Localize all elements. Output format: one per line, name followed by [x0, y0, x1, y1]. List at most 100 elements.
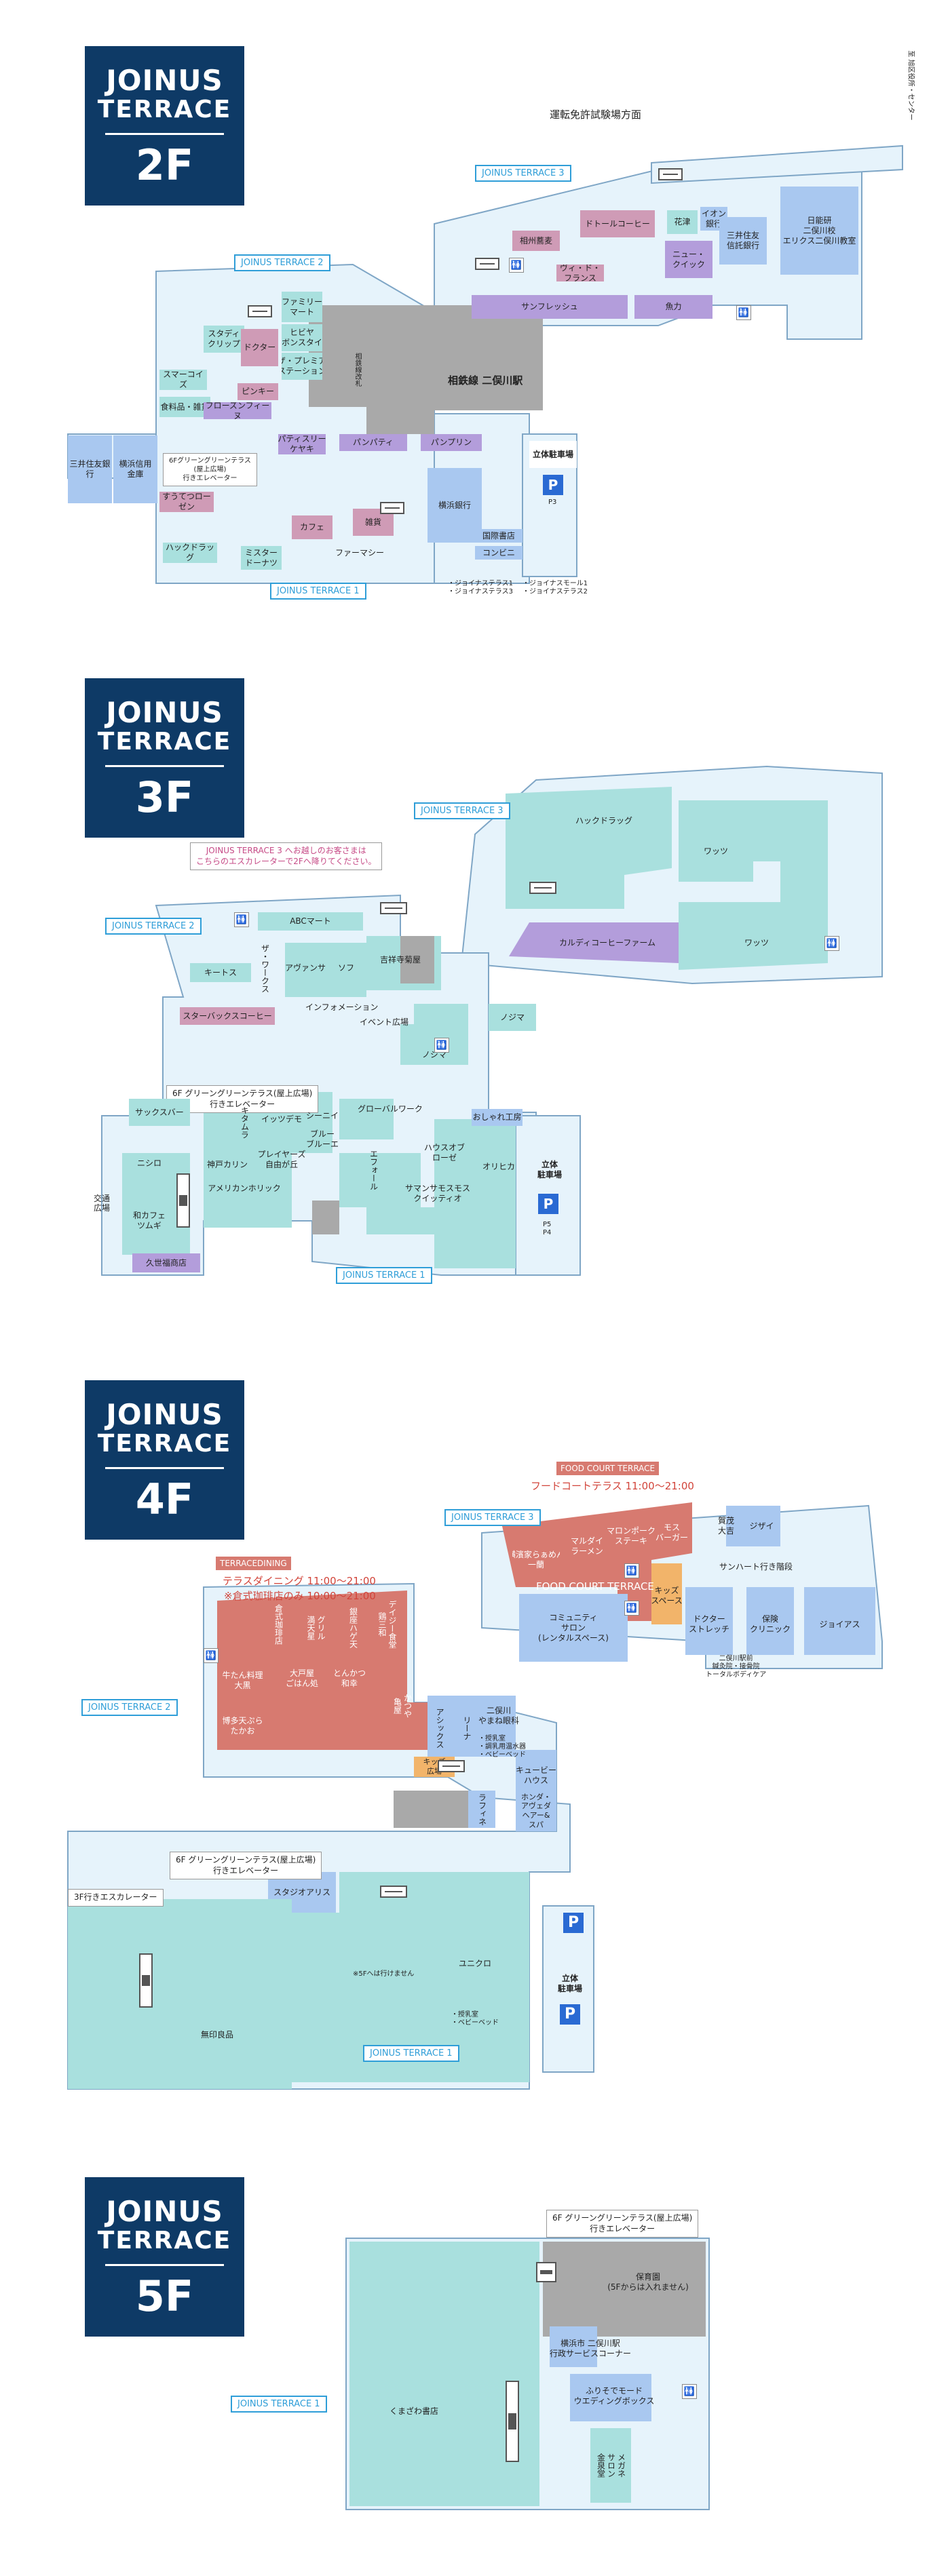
- tag-joinus-terrace-1[interactable]: JOINUS TERRACE 1: [270, 583, 366, 600]
- shop-blue[interactable]: ブルー ブルーエ: [305, 1129, 339, 1149]
- shop-kobe-leather[interactable]: 神戸カリン: [206, 1160, 248, 1169]
- shop-ootoya[interactable]: 大戸屋 ごはん処: [285, 1668, 318, 1688]
- shop-paris[interactable]: パティスリー ケヤキ: [278, 434, 326, 454]
- shop-tenpura[interactable]: 博多天ぷら たかお: [222, 1716, 263, 1736]
- shop-watts-2[interactable]: ワッツ: [744, 937, 769, 948]
- shop-goods-2f[interactable]: 雑貨: [353, 509, 394, 536]
- shop-abc-mart[interactable]: ABCマート: [290, 916, 331, 926]
- shop-honda[interactable]: ホンダ・ アヴェダ ヘアー& スパ: [521, 1792, 551, 1829]
- shop-studio[interactable]: スタディ クリップ: [204, 326, 244, 353]
- shop-gyutan[interactable]: 牛たん料理 大黒: [222, 1670, 263, 1690]
- shop-joiace[interactable]: ジョイアス: [819, 1619, 860, 1629]
- shop-hibiya[interactable]: ヒビヤ セボンスタイル: [282, 324, 322, 351]
- shop-hoken[interactable]: 保険 クリニック: [749, 1614, 791, 1634]
- shop-fiore[interactable]: フローズンフィーヌ: [204, 402, 271, 419]
- shop-sanplaza[interactable]: ザ・プレミア ステーション: [282, 353, 322, 380]
- shop-yoshino[interactable]: 吉祥寺菊屋: [379, 954, 421, 964]
- shop-kobe[interactable]: コンビニ: [475, 546, 522, 560]
- shop-lina[interactable]: リーナ: [462, 1715, 472, 1740]
- shop-tsunagu[interactable]: ザ・ワークス: [260, 943, 270, 993]
- shop-mister[interactable]: ミスター ドーナツ: [241, 546, 282, 570]
- shop-gyosei[interactable]: 横浜市 二俣川駅 行政サービスコーナー: [549, 2338, 631, 2358]
- shop-doutor[interactable]: ドトールコーヒー: [580, 210, 655, 237]
- shop-uoriki[interactable]: 魚力: [634, 295, 712, 319]
- shop-kurashiki[interactable]: 倉式珈琲店: [273, 1604, 284, 1645]
- shop-sofu[interactable]: ソフ: [337, 963, 354, 973]
- shop-kuju[interactable]: 久世福商店: [132, 1253, 200, 1272]
- tag-joinus-terrace-2[interactable]: JOINUS TERRACE 2: [105, 918, 202, 935]
- shop-futaba[interactable]: 二俣川 やまね眼科: [478, 1706, 519, 1725]
- shop-yokohama-ramen[interactable]: 横濱家らぁめん 一蘭: [512, 1550, 560, 1569]
- shop-kokuhaku[interactable]: 国際書店: [475, 529, 522, 543]
- shop-studio-alice[interactable]: スタジオアリス: [273, 1887, 330, 1897]
- shop-yasuda[interactable]: 横浜信用 金庫: [113, 435, 157, 503]
- shop-amerika[interactable]: アメリカンホリック: [208, 1184, 281, 1193]
- shop-marronpork[interactable]: マロンポーク ステーキ: [607, 1526, 655, 1546]
- shop-jaiza[interactable]: ジザイ: [749, 1521, 774, 1531]
- shop-sacks[interactable]: サックスバー: [129, 1099, 190, 1126]
- shop-asics[interactable]: アシックス: [435, 1707, 444, 1749]
- shop-nojima-2[interactable]: ノジマ: [489, 1004, 536, 1031]
- shop-player[interactable]: プレイヤーズ 自由が丘: [257, 1150, 306, 1169]
- shop-family[interactable]: ファミリー マート: [282, 292, 322, 322]
- parking-2f[interactable]: 立体駐車場: [529, 441, 577, 468]
- tag-joinus-terrace-1[interactable]: JOINUS TERRACE 1: [231, 2396, 327, 2413]
- shop-sutoko[interactable]: すうてつローゼン: [159, 492, 214, 512]
- shop-kids[interactable]: キッズ スペース: [651, 1585, 682, 1605]
- shop-kitamura[interactable]: キタムラ: [240, 1106, 250, 1139]
- shop-ginza[interactable]: 銀座ハゲ天: [348, 1607, 358, 1648]
- tag-joinus-terrace-2[interactable]: JOINUS TERRACE 2: [81, 1699, 178, 1716]
- shop-cubey[interactable]: キュービー ハウス: [516, 1765, 556, 1785]
- shop-kasumi[interactable]: 花津: [667, 210, 698, 234]
- shop-panpo[interactable]: パンパティ: [339, 434, 407, 451]
- shop-hakkadrug[interactable]: ハックドラッグ: [163, 543, 217, 563]
- shop-watts[interactable]: ワッツ: [703, 846, 728, 856]
- shop-olihica[interactable]: オリヒカ: [482, 1161, 515, 1171]
- tag-joinus-terrace-1[interactable]: JOINUS TERRACE 1: [363, 2045, 459, 2062]
- shop-kameya[interactable]: かつや 亀屋: [392, 1694, 413, 1718]
- shop-wacafe[interactable]: 和カフェ ツムギ: [132, 1211, 166, 1230]
- shop-mos[interactable]: モス バーガー: [655, 1523, 688, 1542]
- shop-yokohama-bank[interactable]: 横浜銀行: [428, 468, 482, 543]
- shop-grill[interactable]: グリル 満天星: [306, 1616, 326, 1640]
- shop-doctor[interactable]: ドクター: [241, 329, 278, 366]
- shop-uniqlo[interactable]: ユニクロ: [458, 1958, 491, 1968]
- tag-joinus-terrace-3[interactable]: JOINUS TERRACE 3: [444, 1509, 541, 1526]
- shop-megane[interactable]: メガネ サロン 金泉堂: [596, 2453, 626, 2478]
- shop-starbucks[interactable]: スターバックスコーヒー: [180, 1007, 275, 1025]
- shop-doctorstretch[interactable]: ドクター ストレッチ: [688, 1614, 729, 1634]
- shop-hackdrug[interactable]: ハックドラッグ: [575, 815, 632, 825]
- shop-community[interactable]: コミュニティ サロン (レンタルスペース): [538, 1612, 609, 1643]
- shop-lafie[interactable]: ラフィネ: [468, 1791, 495, 1828]
- shop-kanki[interactable]: ピンキー: [238, 383, 278, 400]
- shop-cine[interactable]: シーニイ: [305, 1110, 339, 1120]
- shop-cafe-2f[interactable]: カフェ: [292, 515, 332, 539]
- shop-global[interactable]: グローバルワーク: [358, 1104, 423, 1114]
- shop-mardi[interactable]: マルダイ ラーメン: [570, 1536, 603, 1556]
- shop-viedefrance[interactable]: ヴィ・ド・フランス: [556, 265, 604, 281]
- shop-kitson[interactable]: キートス: [204, 967, 237, 977]
- shop-newquick[interactable]: ニュー・ クイック: [665, 241, 712, 278]
- parking-3f[interactable]: 立体 駐車場: [537, 1160, 562, 1179]
- shop-kumazawa[interactable]: くまざわ書店: [389, 2406, 438, 2416]
- shop-samantha[interactable]: サマンサモスモス クイッティオ: [404, 1184, 470, 1203]
- tag-joinus-terrace-1[interactable]: JOINUS TERRACE 1: [336, 1267, 432, 1284]
- shop-wedding[interactable]: ふりそでモード ウエディングボックス: [573, 2385, 655, 2406]
- shop-haus[interactable]: ハウスオブ ローゼ: [423, 1143, 465, 1163]
- tag-joinus-terrace-2[interactable]: JOINUS TERRACE 2: [234, 254, 330, 271]
- shop-nissen[interactable]: ニシロ: [136, 1158, 162, 1168]
- shop-sunfresh[interactable]: サンフレッシュ: [472, 295, 628, 319]
- shop-smile[interactable]: スマーコイズ: [159, 370, 207, 390]
- shop-mitsui[interactable]: 三井住友 信託銀行: [719, 217, 767, 265]
- shop-sagami[interactable]: 相州蕎麦: [512, 231, 560, 251]
- shop-kinkaku[interactable]: とんかつ 和幸: [332, 1668, 366, 1688]
- tag-joinus-terrace-3[interactable]: JOINUS TERRACE 3: [475, 165, 571, 182]
- shop-efor[interactable]: エフォール: [368, 1150, 379, 1190]
- shop-daisho[interactable]: デイジー食堂 鶏三和: [377, 1601, 397, 1648]
- shop-pharmacy[interactable]: ファーマシー: [319, 546, 400, 560]
- shop-kaldi[interactable]: カルディコーヒーファーム: [558, 937, 656, 948]
- shop-oshare[interactable]: おしゃれ工房: [472, 1109, 522, 1126]
- parking-4f[interactable]: 立体 駐車場: [557, 1974, 582, 1993]
- shop-pantry[interactable]: パンプリン: [421, 434, 482, 451]
- shop-mukaiya[interactable]: 賀茂 大吉: [717, 1516, 734, 1536]
